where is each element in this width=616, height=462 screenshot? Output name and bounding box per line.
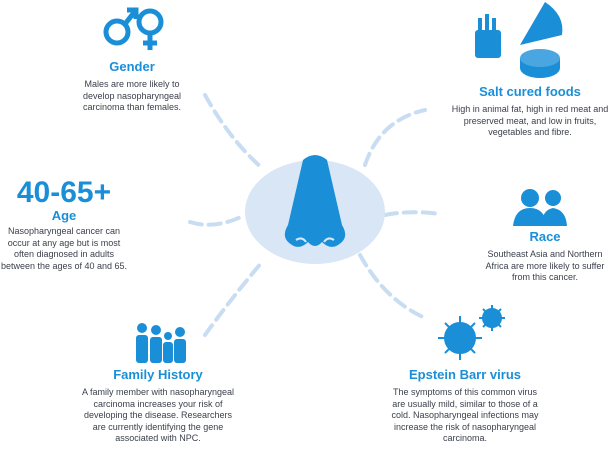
nose-icon bbox=[284, 155, 346, 247]
connector-family bbox=[203, 260, 264, 337]
race-title: Race bbox=[529, 229, 561, 244]
gender-block: Gender Males are more likely to develop … bbox=[72, 59, 192, 114]
age-block: 40-65+ Age Nasopharyngeal cancer can occ… bbox=[0, 178, 128, 272]
connector-race bbox=[383, 210, 442, 217]
age-title: Age bbox=[51, 208, 77, 223]
family-text: A family member with nasopharyngeal carc… bbox=[81, 387, 235, 443]
connector-age bbox=[188, 213, 247, 227]
epstein-barr-virus-icon bbox=[438, 305, 505, 360]
gender-icon bbox=[103, 7, 164, 50]
race-text: Southeast Asia and Northern Africa are m… bbox=[485, 249, 605, 282]
race-block: Race Southeast Asia and Northern Africa … bbox=[480, 229, 610, 284]
salt-text: High in animal fat, high in red meat and… bbox=[451, 104, 609, 137]
salt-title: Salt cured foods bbox=[479, 84, 581, 99]
age-number: 40-65+ bbox=[16, 176, 112, 209]
race-icon bbox=[513, 189, 567, 226]
family-block: Family History A family member with naso… bbox=[78, 367, 238, 445]
connector-ebv bbox=[358, 253, 427, 320]
salt-cured-foods-icon bbox=[475, 2, 563, 78]
ebv-text: The symptoms of this common virus are us… bbox=[391, 387, 539, 443]
age-text: Nasopharyngeal cancer can occur at any a… bbox=[0, 226, 128, 271]
family-history-icon bbox=[136, 323, 186, 363]
salt-block: Salt cured foods High in animal fat, hig… bbox=[450, 84, 610, 139]
ebv-title: Epstein Barr virus bbox=[409, 367, 521, 382]
connector-gender bbox=[203, 93, 264, 170]
family-title: Family History bbox=[113, 367, 203, 382]
connector-salt bbox=[363, 108, 427, 167]
gender-title: Gender bbox=[109, 59, 155, 74]
ebv-block: Epstein Barr virus The symptoms of this … bbox=[390, 367, 540, 445]
gender-text: Males are more likely to develop nasopha… bbox=[82, 79, 182, 112]
